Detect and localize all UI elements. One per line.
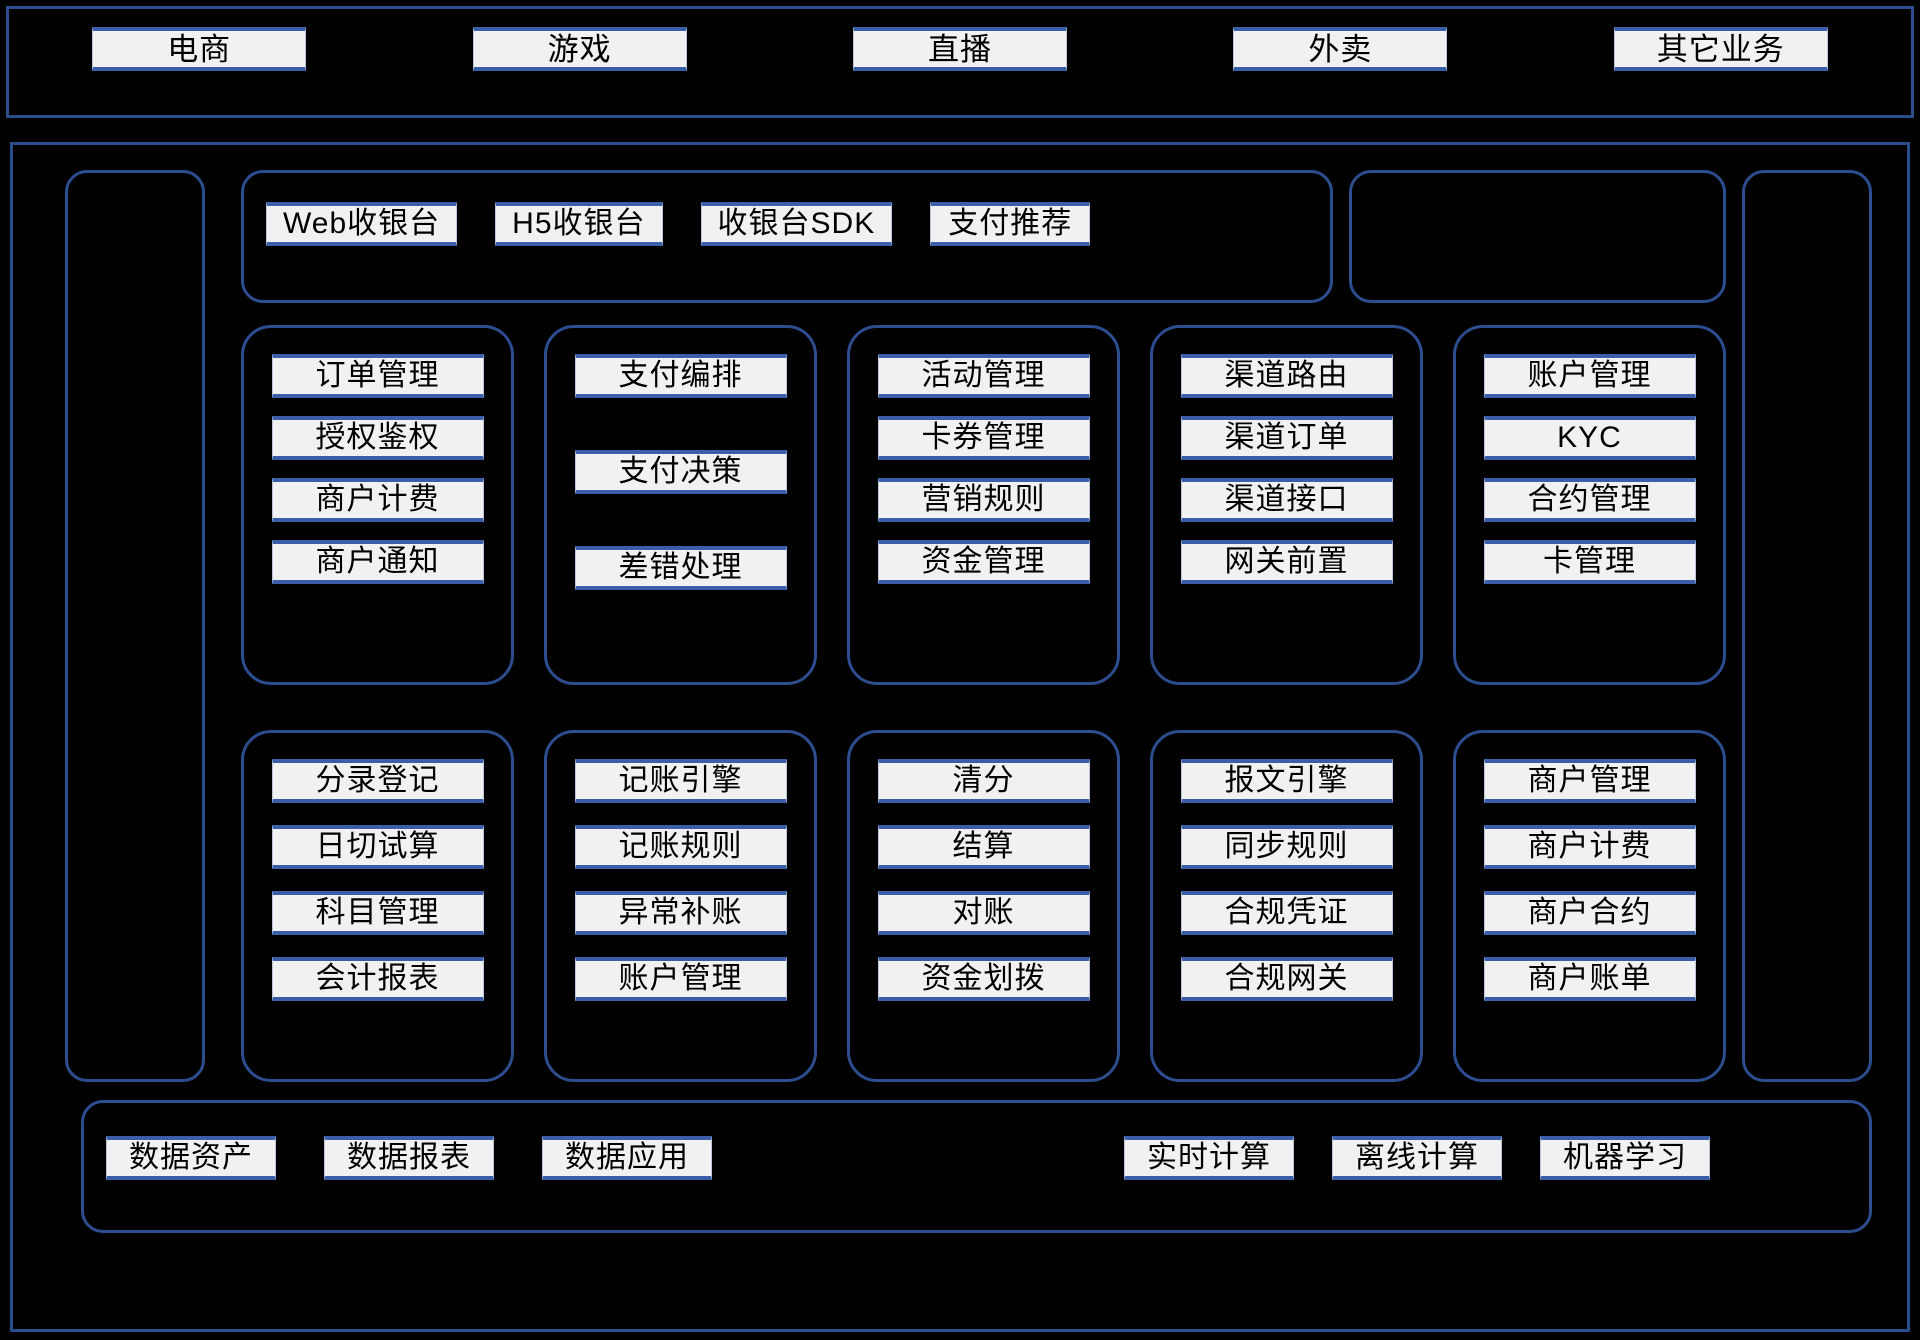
row1-3-chip-2[interactable]: 渠道接口 <box>1180 478 1393 522</box>
row1-1-chip-1[interactable]: 支付决策 <box>574 450 787 494</box>
row2-3-chip-3[interactable]: 合规网关 <box>1180 957 1393 1001</box>
row1-0-chip-0[interactable]: 订单管理 <box>271 354 484 398</box>
row2-3-chip-1[interactable]: 同步规则 <box>1180 825 1393 869</box>
data-band-left-group: 数据资产 数据报表 数据应用 <box>106 1136 712 1180</box>
auxiliary-empty-panel <box>1349 170 1726 303</box>
row1-0-chip-3[interactable]: 商户通知 <box>271 540 484 584</box>
row2-3-chip-2[interactable]: 合规凭证 <box>1180 891 1393 935</box>
row2-0-chip-3[interactable]: 会计报表 <box>271 957 484 1001</box>
row2-group-4: 商户管理商户计费商户合约商户账单 <box>1453 730 1726 1082</box>
data-right-chip-2[interactable]: 机器学习 <box>1540 1136 1710 1180</box>
row1-4-chip-1[interactable]: KYC <box>1483 416 1696 460</box>
row2-2-chip-0[interactable]: 清分 <box>877 759 1090 803</box>
row1-1-chip-2[interactable]: 差错处理 <box>574 546 787 590</box>
row2-1-chip-0[interactable]: 记账引擎 <box>574 759 787 803</box>
module-group-row-1: 订单管理授权鉴权商户计费商户通知支付编排支付决策差错处理活动管理卡券管理营销规则… <box>241 325 1726 685</box>
row1-4-chip-3[interactable]: 卡管理 <box>1483 540 1696 584</box>
cashier-chip-3[interactable]: 支付推荐 <box>930 202 1091 246</box>
cashier-chip-1[interactable]: H5收银台 <box>495 202 663 246</box>
row2-2-chip-2[interactable]: 对账 <box>877 891 1090 935</box>
row2-group-2: 清分结算对账资金划拨 <box>847 730 1120 1082</box>
row2-group-0: 分录登记日切试算科目管理会计报表 <box>241 730 514 1082</box>
row2-4-chip-3[interactable]: 商户账单 <box>1483 957 1696 1001</box>
row2-2-chip-3[interactable]: 资金划拨 <box>877 957 1090 1001</box>
row2-group-1: 记账引擎记账规则异常补账账户管理 <box>544 730 817 1082</box>
row1-2-chip-0[interactable]: 活动管理 <box>877 354 1090 398</box>
data-band-right-group: 实时计算离线计算机器学习 <box>1124 1136 1710 1180</box>
data-right-chip-1[interactable]: 离线计算 <box>1332 1136 1502 1180</box>
row2-2-chip-1[interactable]: 结算 <box>877 825 1090 869</box>
row1-2-chip-1[interactable]: 卡券管理 <box>877 416 1090 460</box>
row1-3-chip-1[interactable]: 渠道订单 <box>1180 416 1393 460</box>
data-platform-band: 数据资产 数据报表 数据应用 实时计算离线计算机器学习 <box>81 1100 1872 1233</box>
row1-0-chip-1[interactable]: 授权鉴权 <box>271 416 484 460</box>
business-chip-4[interactable]: 其它业务 <box>1613 27 1828 71</box>
row2-0-chip-1[interactable]: 日切试算 <box>271 825 484 869</box>
row1-2-chip-3[interactable]: 资金管理 <box>877 540 1090 584</box>
business-chip-2[interactable]: 直播 <box>852 27 1067 71</box>
row2-4-chip-1[interactable]: 商户计费 <box>1483 825 1696 869</box>
row2-3-chip-0[interactable]: 报文引擎 <box>1180 759 1393 803</box>
left-rail-panel <box>65 170 205 1082</box>
row2-4-chip-0[interactable]: 商户管理 <box>1483 759 1696 803</box>
row2-0-chip-0[interactable]: 分录登记 <box>271 759 484 803</box>
row1-3-chip-0[interactable]: 渠道路由 <box>1180 354 1393 398</box>
business-band: 电商 游戏 直播 外卖 其它业务 <box>6 6 1914 118</box>
row2-0-chip-2[interactable]: 科目管理 <box>271 891 484 935</box>
row2-1-chip-2[interactable]: 异常补账 <box>574 891 787 935</box>
row1-0-chip-2[interactable]: 商户计费 <box>271 478 484 522</box>
row1-group-1: 支付编排支付决策差错处理 <box>544 325 817 685</box>
data-right-chip-0[interactable]: 实时计算 <box>1124 1136 1294 1180</box>
row2-1-chip-3[interactable]: 账户管理 <box>574 957 787 1001</box>
right-rail-panel <box>1742 170 1872 1082</box>
row1-3-chip-3[interactable]: 网关前置 <box>1180 540 1393 584</box>
row1-4-chip-0[interactable]: 账户管理 <box>1483 354 1696 398</box>
cashier-chip-2[interactable]: 收银台SDK <box>700 202 893 246</box>
row1-2-chip-2[interactable]: 营销规则 <box>877 478 1090 522</box>
business-chip-1[interactable]: 游戏 <box>472 27 687 71</box>
row2-4-chip-2[interactable]: 商户合约 <box>1483 891 1696 935</box>
row1-1-chip-0[interactable]: 支付编排 <box>574 354 787 398</box>
row1-group-2: 活动管理卡券管理营销规则资金管理 <box>847 325 1120 685</box>
data-left-chip-1[interactable]: 数据报表 <box>324 1136 494 1180</box>
row2-1-chip-1[interactable]: 记账规则 <box>574 825 787 869</box>
row1-group-3: 渠道路由渠道订单渠道接口网关前置 <box>1150 325 1423 685</box>
cashier-row: Web收银台 H5收银台收银台SDK 支付推荐 <box>266 202 1091 246</box>
business-band-row: 电商 游戏 直播 外卖 其它业务 <box>9 27 1911 71</box>
data-left-chip-2[interactable]: 数据应用 <box>542 1136 712 1180</box>
cashier-panel: Web收银台 H5收银台收银台SDK 支付推荐 <box>241 170 1333 303</box>
row1-4-chip-2[interactable]: 合约管理 <box>1483 478 1696 522</box>
module-group-row-2: 分录登记日切试算科目管理会计报表记账引擎记账规则异常补账账户管理清分结算对账资金… <box>241 730 1726 1082</box>
data-left-chip-0[interactable]: 数据资产 <box>106 1136 276 1180</box>
business-chip-0[interactable]: 电商 <box>92 27 307 71</box>
cashier-chip-0[interactable]: Web收银台 <box>266 202 458 246</box>
row2-group-3: 报文引擎同步规则合规凭证合规网关 <box>1150 730 1423 1082</box>
business-chip-3[interactable]: 外卖 <box>1233 27 1448 71</box>
row1-group-4: 账户管理 KYC 合约管理卡管理 <box>1453 325 1726 685</box>
row1-group-0: 订单管理授权鉴权商户计费商户通知 <box>241 325 514 685</box>
